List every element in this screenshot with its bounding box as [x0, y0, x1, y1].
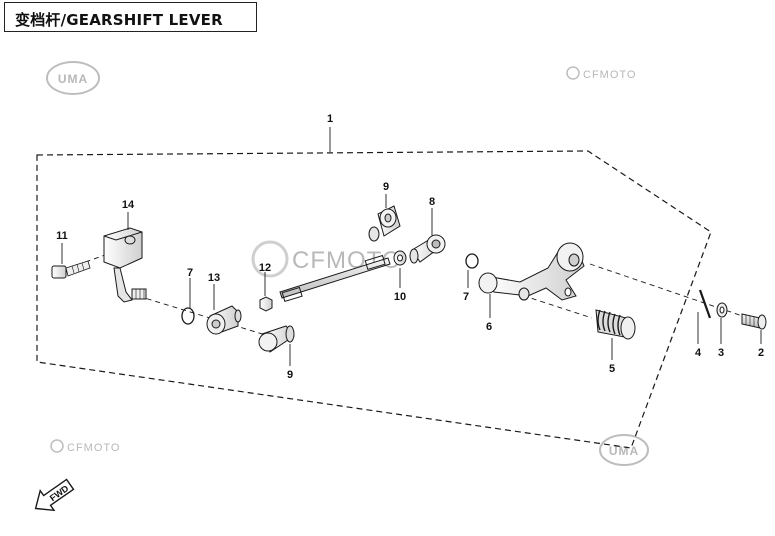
- callout-12: 12: [259, 262, 271, 274]
- callout-4: 4: [695, 347, 702, 359]
- part-9-rod-end-lower: [258, 325, 295, 353]
- callout-14: 14: [122, 199, 135, 211]
- uma-logo-bottom-right: UMA: [599, 434, 649, 466]
- part-7-oring-left: [181, 307, 195, 325]
- callout-5: 5: [609, 363, 615, 375]
- cfmoto-text-1: CFMOTO: [583, 69, 636, 81]
- part-3-washer: [716, 302, 728, 318]
- cfmoto-text-2: CFMOTO: [67, 442, 120, 454]
- callout-11: 11: [56, 230, 68, 242]
- callout-10: 10: [394, 291, 406, 303]
- part-10-nut: [393, 250, 407, 266]
- part-4-washer-thin: [698, 289, 712, 319]
- callout-3: 3: [718, 347, 724, 359]
- part-7-oring-right: [465, 253, 479, 269]
- part-9-rod-end-upper: [368, 205, 401, 242]
- callout-2: 2: [758, 347, 764, 359]
- cfmoto-logo-top-right: CFMOTO: [566, 66, 636, 81]
- diagram-title: 变档杆/GEARSHIFT LEVER: [15, 11, 223, 29]
- part-11-bolt: [51, 260, 91, 279]
- shift-rod: [279, 254, 391, 303]
- uma-text-1: UMA: [58, 72, 88, 86]
- cfmoto-logo-center: CFMOTO: [251, 240, 401, 278]
- callout-1: 1: [327, 113, 333, 125]
- callout-9-lower: 9: [287, 369, 293, 381]
- assembly-axis-lines: [59, 253, 761, 341]
- callout-6: 6: [486, 321, 492, 333]
- callout-9-upper: 9: [383, 181, 389, 193]
- callout-8: 8: [429, 196, 435, 208]
- assembly-outline: [36, 150, 712, 449]
- callout-labels: 1 2 3 4 5 6 7 7 8 9 9 10 11 12 13 14: [56, 113, 764, 381]
- part-14-lever-arm: [103, 227, 147, 303]
- part-5-pedal-pad: [595, 309, 636, 340]
- leader-lines: [61, 127, 762, 366]
- callout-7-right: 7: [463, 291, 469, 303]
- part-8-rod-end: [409, 234, 446, 264]
- uma-logo-top-left: UMA: [46, 61, 100, 95]
- fwd-arrow-icon: FWD: [34, 478, 75, 512]
- title-box: 变档杆/GEARSHIFT LEVER: [4, 2, 257, 32]
- uma-text-2: UMA: [609, 444, 639, 458]
- part-2-pin-bolt: [741, 313, 767, 330]
- cfmoto-logo-bottom-left: CFMOTO: [50, 439, 120, 454]
- part-13-ball-joint: [206, 305, 242, 335]
- callout-13: 13: [208, 272, 220, 284]
- part-6-pedal-arm: [478, 242, 585, 301]
- part-12-nut: [259, 296, 273, 312]
- callout-7-left: 7: [187, 267, 193, 279]
